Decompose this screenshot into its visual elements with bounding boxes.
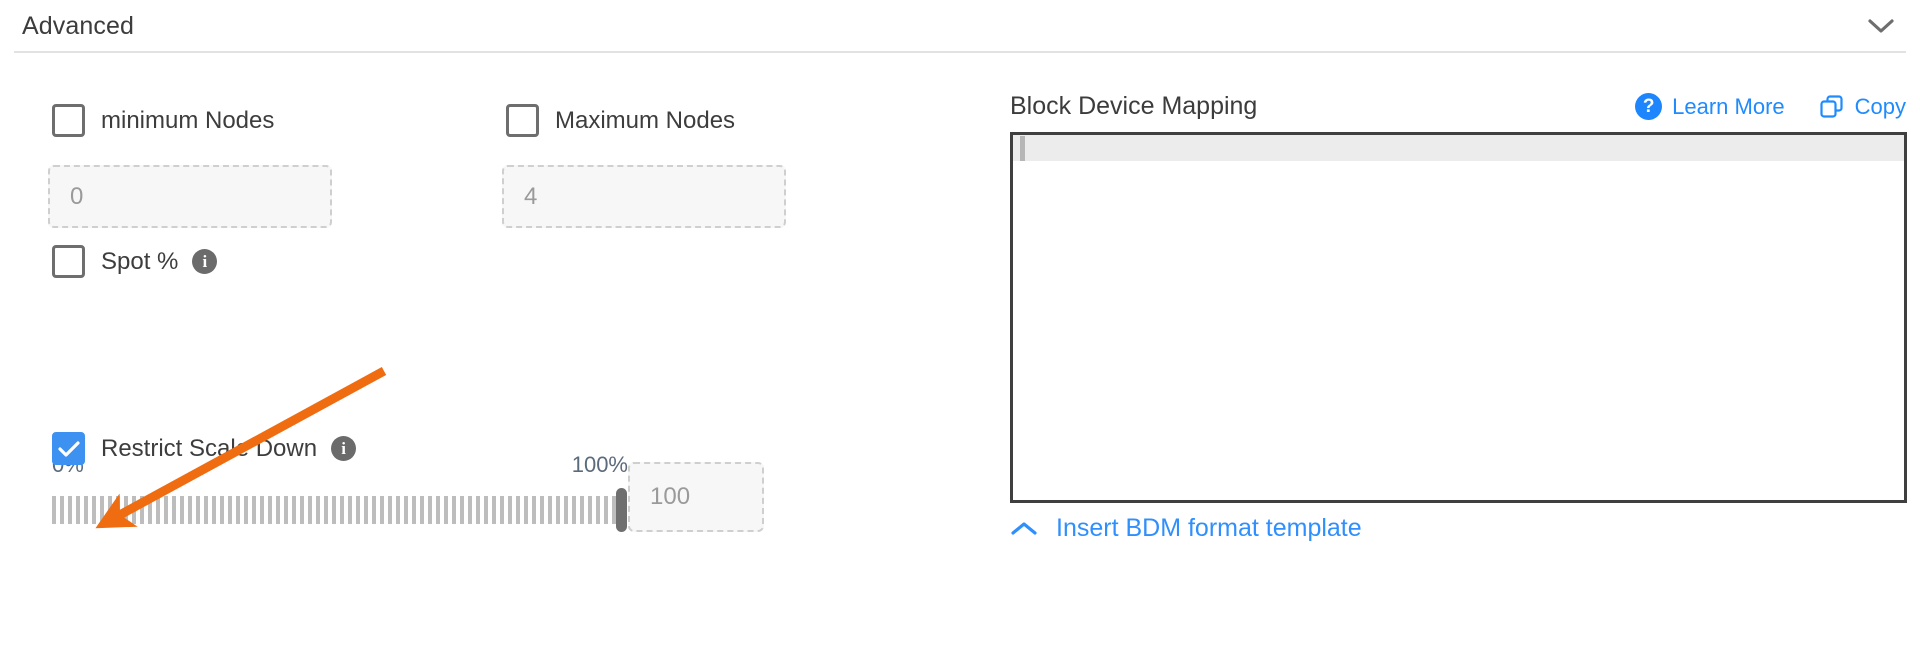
max-nodes-input[interactable]: 4: [502, 165, 786, 228]
min-nodes-input-placeholder: 0: [70, 182, 84, 210]
chevron-down-icon[interactable]: [1864, 9, 1898, 43]
chevron-up-icon: [1010, 521, 1038, 537]
editor-cursor: [1020, 136, 1025, 161]
spot-percent-label: Spot %: [101, 247, 179, 275]
spot-percent-value-placeholder: 100: [650, 483, 691, 510]
max-nodes-row[interactable]: Maximum Nodes: [506, 104, 735, 137]
min-nodes-input[interactable]: 0: [48, 165, 332, 228]
block-device-mapping-panel: Block Device Mapping ? Learn More Copy I…: [990, 62, 1920, 656]
spot-percent-checkbox[interactable]: [52, 245, 85, 278]
restrict-scale-down-row[interactable]: Restrict Scale Down i: [52, 432, 357, 465]
advanced-section-header[interactable]: Advanced: [0, 0, 1920, 52]
info-icon[interactable]: i: [331, 436, 357, 461]
restrict-scale-down-label: Restrict Scale Down: [101, 434, 318, 462]
insert-bdm-template-label: Insert BDM format template: [1056, 514, 1362, 542]
copy-icon[interactable]: [1819, 94, 1845, 120]
max-nodes-label: Maximum Nodes: [555, 106, 736, 134]
min-nodes-checkbox[interactable]: [52, 104, 85, 137]
min-nodes-label: minimum Nodes: [101, 106, 275, 134]
header-divider: [14, 51, 1906, 53]
bdm-header: Block Device Mapping ? Learn More Copy: [1010, 92, 1906, 121]
spot-percent-value-input[interactable]: 100: [628, 462, 764, 532]
bdm-code-editor[interactable]: [1010, 132, 1907, 503]
restrict-scale-down-checkbox[interactable]: [52, 432, 85, 465]
info-icon[interactable]: i: [192, 249, 218, 274]
advanced-left-column: minimum Nodes 0 Maximum Nodes 4 Spot % i…: [0, 62, 990, 656]
copy-link[interactable]: Copy: [1854, 93, 1906, 119]
max-nodes-input-placeholder: 4: [524, 182, 538, 210]
learn-more-link[interactable]: Learn More: [1672, 93, 1785, 119]
max-nodes-checkbox[interactable]: [506, 104, 539, 137]
min-nodes-row[interactable]: minimum Nodes: [52, 104, 274, 137]
bdm-title: Block Device Mapping: [1010, 92, 1258, 120]
spot-percent-row[interactable]: Spot % i: [52, 245, 218, 278]
insert-bdm-template-link[interactable]: Insert BDM format template: [1010, 514, 1362, 543]
slider-track[interactable]: [52, 488, 627, 532]
editor-active-line: [1013, 135, 1904, 161]
page-title: Advanced: [22, 11, 134, 40]
slider-max-label: 100%: [571, 452, 628, 477]
slider-thumb[interactable]: [616, 488, 627, 532]
help-icon[interactable]: ?: [1635, 93, 1663, 120]
